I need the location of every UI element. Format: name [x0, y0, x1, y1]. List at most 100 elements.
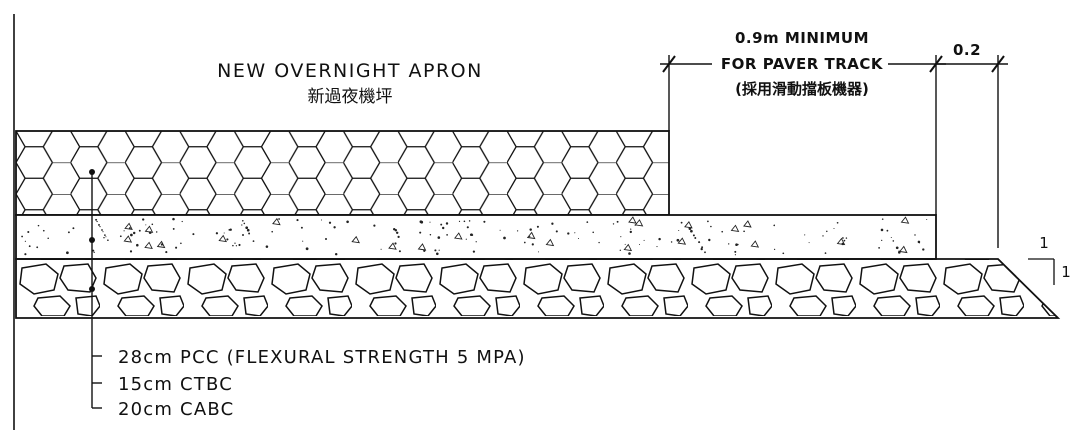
stipple-dot — [670, 241, 673, 243]
stipple-dot — [172, 227, 175, 230]
stipple-dot — [305, 247, 309, 251]
stipple-dot — [103, 236, 105, 239]
stipple-dot — [101, 229, 103, 231]
aggregate-mark — [417, 243, 427, 251]
stipple-dot — [721, 230, 724, 233]
stipple-dot — [680, 221, 683, 224]
aggregate-mark — [144, 241, 153, 249]
stipple-dot — [395, 231, 399, 235]
stipple-dot — [638, 243, 641, 246]
stipple-dot — [67, 231, 70, 234]
stipple-dot — [743, 230, 745, 233]
stipple-dot — [826, 230, 828, 233]
aggregate-mark — [900, 216, 910, 224]
stipple-dot — [129, 250, 133, 253]
stipple-dot — [136, 243, 139, 247]
aggregate-mark — [124, 222, 133, 230]
stipple-dot — [586, 221, 589, 223]
stipple-dot — [328, 221, 332, 224]
aggregate-mark — [623, 243, 633, 252]
stipple-dot — [616, 220, 619, 223]
stipple-dot — [483, 220, 486, 223]
stipple-dot — [529, 235, 531, 238]
stipple-dot — [175, 246, 178, 249]
aggregate-mark — [730, 224, 740, 232]
stipple-dot — [380, 248, 382, 250]
stipple-dot — [104, 234, 106, 236]
stipple-dot — [624, 243, 626, 245]
stipple-dot — [728, 243, 730, 245]
stipple-dot — [468, 220, 471, 222]
aggregate-mark — [526, 231, 536, 240]
stipple-dot — [656, 246, 658, 248]
cabc-layer — [15, 258, 1061, 319]
aggregate-mark — [453, 232, 463, 240]
stipple-dot — [438, 249, 440, 251]
stipple-dot — [241, 224, 243, 226]
offset-dim-label: 0.2 — [953, 41, 981, 59]
stipple-dot — [42, 229, 45, 232]
stipple-dot — [694, 237, 697, 239]
stipple-dot — [620, 236, 622, 238]
stipple-dot — [232, 244, 234, 247]
stipple-dot — [429, 234, 432, 236]
stipple-dot — [252, 240, 255, 242]
stipple-dot — [419, 231, 422, 234]
stipple-dot — [445, 222, 449, 225]
stipple-dot — [373, 224, 376, 227]
stipple-dot — [463, 220, 466, 223]
stipple-dot — [824, 252, 827, 254]
stipple-dot — [692, 234, 695, 237]
stipple-dot — [440, 223, 443, 226]
stipple-dot — [734, 254, 737, 256]
legend-ctbc: 15cm CTBC — [118, 374, 233, 395]
stipple-dot — [72, 227, 75, 230]
paver-tick-left — [662, 55, 676, 73]
stipple-dot — [66, 251, 69, 255]
stipple-dot — [242, 234, 244, 236]
stipple-dot — [215, 232, 219, 235]
stipple-dot — [503, 236, 506, 240]
stipple-dot — [107, 239, 109, 241]
stipple-dot — [437, 236, 441, 239]
stipple-dot — [836, 221, 839, 224]
stipple-dot — [238, 243, 241, 247]
stipple-dot — [145, 224, 147, 226]
stipple-dot — [324, 237, 328, 241]
stipple-dot — [708, 238, 711, 242]
leader-dot-pcc — [89, 169, 95, 175]
offset-tick — [991, 55, 1005, 73]
aggregate-mark — [144, 225, 154, 233]
stipple-dot — [300, 226, 303, 229]
stipple-dot — [475, 241, 477, 243]
stipple-dot — [245, 226, 249, 230]
ctbc-layer — [15, 214, 937, 260]
stipple-dot — [192, 233, 195, 236]
stipple-dot — [881, 239, 883, 242]
stipple-dot — [296, 219, 299, 222]
stipple-dot — [346, 220, 349, 224]
stipple-dot — [235, 245, 238, 247]
stipple-dot — [701, 246, 704, 249]
stipple-dot — [516, 230, 519, 232]
stipple-dot — [555, 230, 558, 233]
aggregate-mark — [898, 245, 908, 254]
aggregate-mark — [351, 235, 360, 244]
aggregate-mark — [156, 240, 166, 249]
stipple-dot — [537, 251, 540, 253]
stipple-dot — [773, 248, 776, 251]
stipple-dot — [398, 250, 401, 253]
stipple-dot — [96, 220, 98, 223]
stipple-dot — [397, 235, 400, 239]
stipple-dot — [700, 247, 703, 251]
paver-dim-line2: FOR PAVER TRACK — [721, 55, 884, 73]
stipple-dot — [612, 223, 615, 225]
stipple-dot — [890, 236, 892, 239]
stipple-dot — [833, 227, 835, 230]
stipple-dot — [271, 230, 273, 233]
aggregate-mark — [388, 242, 397, 250]
paver-dim-line1: 0.9m MINIMUM — [735, 29, 869, 47]
stipple-dot — [226, 238, 229, 241]
stipple-dot — [302, 240, 304, 242]
stipple-dot — [99, 225, 101, 228]
